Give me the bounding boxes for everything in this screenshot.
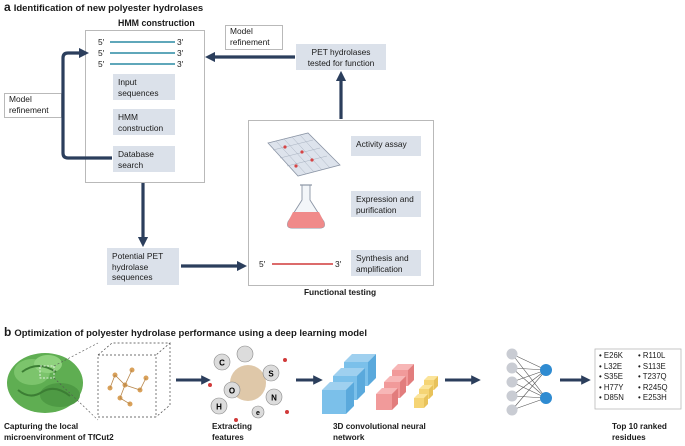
residue-item: • R110L [638, 351, 666, 360]
atom-label-h: H [216, 403, 222, 412]
nn-input-node [506, 348, 518, 360]
nn-output-node [540, 392, 552, 404]
residues-col-1: • E26K • L32E • S35E • H77Y • D85N [599, 351, 639, 404]
cnn-yellow-blocks [414, 376, 438, 408]
hmm-construction-step: HMM construction [113, 109, 175, 135]
residue-item: • T237Q [638, 372, 667, 382]
red-seq-3prime: 3′ [335, 259, 342, 269]
residues-col-2: • R110L • S113E • T237Q • R245Q • E253H [638, 351, 682, 404]
flask-icon [287, 184, 325, 229]
model-refinement-left-box [4, 93, 62, 118]
seq3-5prime: 5′ [98, 59, 105, 69]
functional-testing-label: Functional testing [303, 287, 377, 297]
atom-label-s: S [268, 370, 274, 379]
seq2-3prime: 3′ [177, 48, 184, 58]
model-refinement-left: Model refinement [9, 94, 49, 115]
seq3-3prime: 3′ [177, 59, 184, 69]
residue-item: • S35E [599, 372, 623, 382]
residue-item: • L32E [599, 361, 623, 371]
nn-input-node [506, 362, 518, 374]
model-refinement-top: Model refinement [230, 26, 270, 47]
nn-input-node [506, 376, 518, 388]
seq1-5prime: 5′ [98, 37, 105, 47]
ball-stick-molecule [107, 367, 149, 407]
caption-extracting: Extracting features [212, 422, 253, 442]
seq1-3prime: 3′ [177, 37, 184, 47]
caption-capturing: Capturing the local microenvironment of … [4, 422, 114, 442]
residue-item: • H77Y [599, 382, 624, 392]
nn-output-node [540, 364, 552, 376]
database-search-box: Database search [113, 146, 175, 172]
feedback-loop-arrow [61, 47, 112, 160]
model-refinement-top-box [225, 25, 283, 50]
input-sequences-box: Input sequences [113, 74, 175, 100]
protein-structure-icon [7, 353, 83, 413]
seq2-5prime: 5′ [98, 48, 105, 58]
caption-top10: Top 10 ranked residues [612, 422, 667, 442]
red-seq-5prime: 5′ [259, 259, 266, 269]
synthesis-box: Synthesis and amplification [351, 250, 421, 276]
cnn-red-blocks [376, 364, 414, 410]
atom-label-o: O [229, 387, 235, 396]
expression-box: Expression and purification [351, 191, 421, 217]
nn-input-node [506, 390, 518, 402]
residue-item: • E26K [599, 351, 623, 360]
atom-features-icon [208, 345, 289, 422]
residues-box [594, 348, 682, 410]
potential-sequences-box: Potential PET hydrolase sequences [107, 248, 179, 285]
residue-item: • S113E [638, 361, 666, 371]
caption-cnn: 3D convolutional neural network [333, 422, 426, 442]
assay-plate-icon [267, 132, 341, 177]
panel-a-title-text: Identification of new polyester hydrolas… [13, 3, 204, 14]
hmm-box-title: HMM construction [118, 18, 195, 28]
atom-label-e: e [256, 410, 260, 417]
residue-item: • D85N [599, 393, 624, 403]
panel-a-letter: a [4, 0, 11, 14]
residue-item: • E253H [638, 393, 667, 403]
nn-input-node [506, 404, 518, 416]
cnn-blue-blocks [322, 354, 376, 414]
microenvironment-cube [97, 342, 171, 418]
activity-assay-box: Activity assay [351, 136, 421, 156]
panel-b-letter: b [4, 325, 12, 339]
atom-label-c: C [219, 359, 225, 368]
residue-item: • R245Q [638, 382, 668, 392]
pet-tested-box: PET hydrolases tested for function [296, 44, 386, 70]
panel-b-title-text: Optimization of polyester hydrolase perf… [14, 328, 367, 339]
atom-label-n: N [271, 394, 277, 403]
